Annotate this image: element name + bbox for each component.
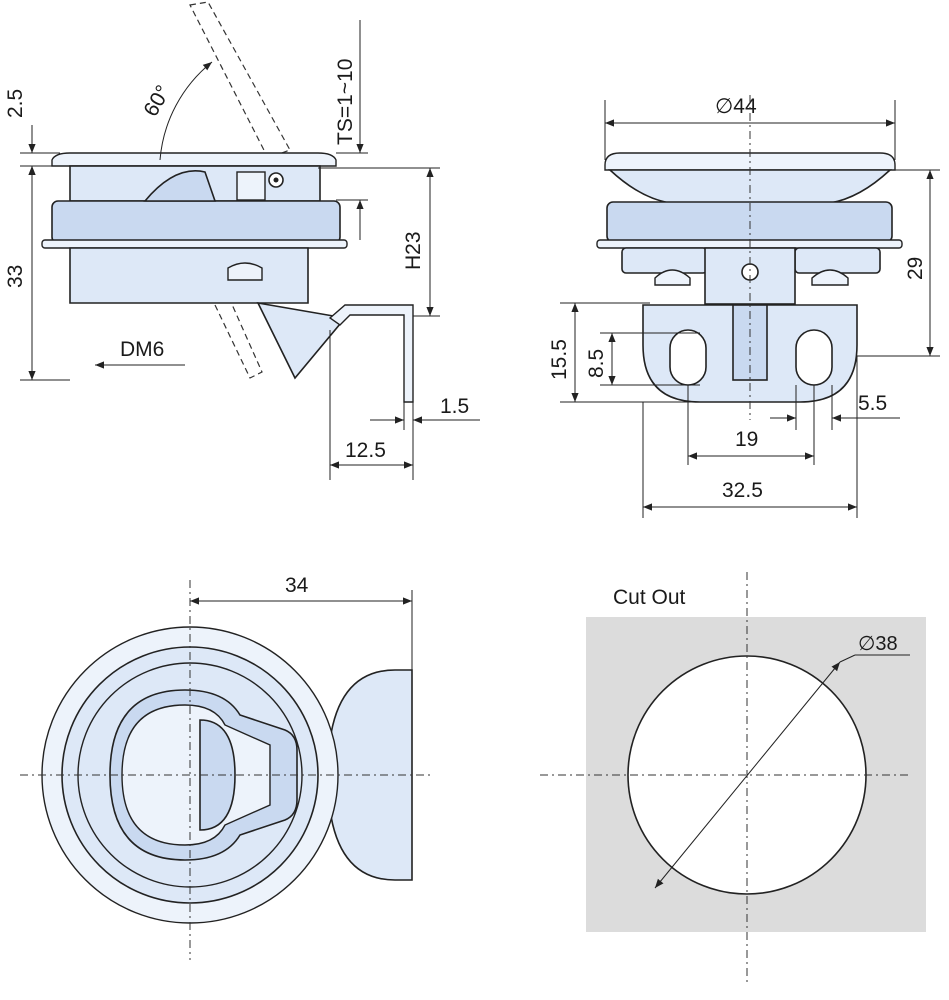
lower-dashed-outline xyxy=(214,299,263,379)
front-view: ∅44 29 15.5 8.5 5.5 19 32.5 xyxy=(548,95,940,518)
slot-width-label: 5.5 xyxy=(858,392,887,415)
side-flange xyxy=(51,152,337,167)
front-lower-right xyxy=(794,247,881,274)
angle-label: 60° xyxy=(139,81,175,120)
side-ring xyxy=(51,200,341,244)
top-view: 34 xyxy=(20,574,430,960)
front-lower-left xyxy=(621,247,708,274)
side-view: 2.5 33 60° TS=1~10 H23 DM6 1.5 12.5 xyxy=(4,1,480,480)
bracket-height-label: 15.5 xyxy=(548,339,571,380)
cam-offset-label: 12.5 xyxy=(345,439,386,462)
side-cam-bracket xyxy=(328,304,414,403)
front-diameter-label: ∅44 xyxy=(715,95,757,118)
cutout-view: Cut Out ∅38 xyxy=(540,572,926,985)
side-lower-body xyxy=(69,247,309,304)
side-screw xyxy=(227,262,263,281)
front-slot-right xyxy=(795,329,833,386)
side-latch-block xyxy=(236,171,266,201)
slot-height-label: 8.5 xyxy=(585,349,608,378)
thread-label: DM6 xyxy=(120,338,164,361)
side-handle xyxy=(143,170,217,202)
top-width-label: 34 xyxy=(285,574,309,597)
side-pin-inner xyxy=(273,177,279,183)
h23-label: H23 xyxy=(402,231,425,270)
front-screw-right xyxy=(811,269,849,286)
side-base-flange xyxy=(41,239,348,249)
slot-spacing-label: 19 xyxy=(735,428,758,451)
bracket-width-label: 32.5 xyxy=(722,479,763,502)
height-33-label: 33 xyxy=(4,265,27,288)
open-handle-outline xyxy=(189,1,291,159)
top-grip xyxy=(199,719,236,831)
panel-thickness-label: TS=1~10 xyxy=(334,59,357,145)
top-cam xyxy=(329,669,413,881)
front-screw-left xyxy=(654,269,691,286)
cam-thickness-label: 1.5 xyxy=(440,395,469,418)
flange-thickness-label: 2.5 xyxy=(4,89,27,118)
side-cam xyxy=(256,301,347,380)
front-slot-left xyxy=(669,329,707,386)
front-height-label: 29 xyxy=(904,257,927,280)
cutout-title: Cut Out xyxy=(613,586,686,609)
cutout-diameter-label: ∅38 xyxy=(858,633,898,655)
